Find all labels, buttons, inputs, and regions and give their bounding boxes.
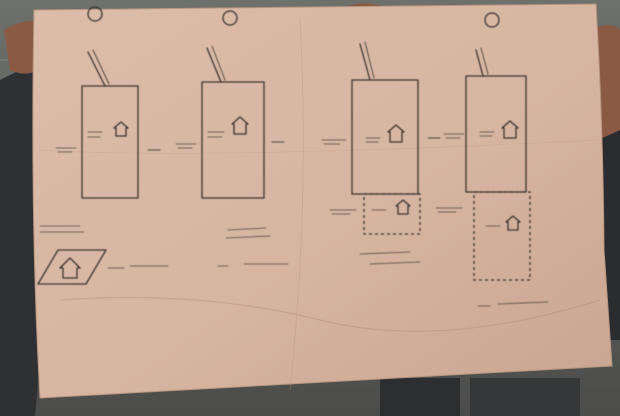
panel-3-house-icon [387,124,405,143]
paper-sheet [32,3,613,399]
panel-3-label-scribble [365,137,381,143]
paper-creases [39,19,601,391]
panel-2-number-circle [222,10,238,26]
panel-4-number-circle [484,12,500,28]
panel-3-extension-house-icon [395,199,411,215]
panel-2-height-scribble [175,143,197,149]
panel-2-antenna [206,47,222,83]
panel-1-antenna [87,51,106,87]
panel-2-note-scribble [225,227,271,239]
panel-2-label-scribble [207,131,225,138]
panel-2 [175,10,289,267]
panel-3-ext-height-scribble [329,209,357,215]
panel-3-height-scribble [321,139,347,145]
panel-1-floor-plan [37,249,107,285]
panel-2-tower [201,81,265,199]
panel-1-tower [81,85,139,199]
panel-4-label-scribble [479,131,495,137]
panel-1-floor-house-icon [59,257,81,279]
panel-1-note-scribble [39,225,85,233]
panel-1-house-icon [113,121,129,137]
connector-marks [147,137,441,151]
panel-4-tower-top [465,75,527,193]
panel-4-ext-height-scribble [435,207,463,213]
panel-3 [321,41,421,265]
panel-2-house-icon [231,116,249,135]
panel-4-extension-house-icon [505,215,521,231]
panel-4-house-icon [501,120,519,139]
panel-1-area-scribble [107,265,169,269]
panel-1-height-scribble [55,147,77,153]
person-legs-bottom [380,378,580,416]
panel-4-height-scribble [443,133,465,139]
panel-4 [435,12,549,307]
panel-2-area-scribble [217,263,289,267]
panel-1 [37,6,169,285]
panel-1-number-circle [87,6,103,22]
panel-3-antenna [359,43,371,81]
panel-3-area-scribble [359,251,421,265]
panel-1-label-scribble [87,131,103,138]
panel-4-antenna [475,49,484,77]
panel-4-area-scribble [477,301,549,307]
